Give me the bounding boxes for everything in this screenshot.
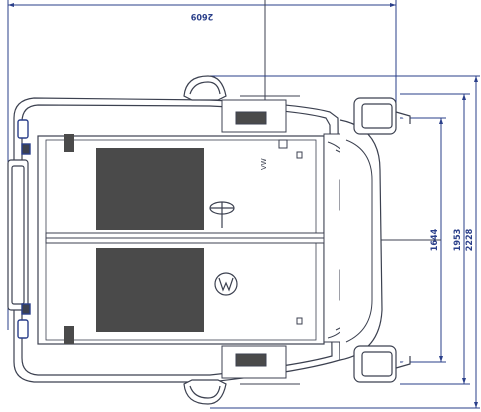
body-inner-outline <box>21 104 333 376</box>
mirror-width-label: 1953 <box>453 229 463 252</box>
roof-panel-bottom <box>96 248 204 332</box>
mirror-top <box>183 75 227 101</box>
roof-brackets <box>64 134 303 344</box>
rear-light-top <box>17 119 29 139</box>
overall-length-label: 2609 <box>190 11 213 21</box>
vw-mark-text: VW <box>260 158 268 170</box>
vw-logo-icon <box>214 272 238 296</box>
front-wheel-bottom <box>353 345 397 383</box>
track-width-label: 1644 <box>430 228 440 251</box>
rear-bumper <box>7 159 29 311</box>
mirror-bottom <box>183 379 227 405</box>
rear-light-bottom <box>17 319 29 339</box>
roof-center-bar <box>45 232 329 244</box>
rear-bumper-inner <box>11 165 25 305</box>
front-wheels <box>353 97 411 383</box>
roof-panel-top <box>96 148 204 230</box>
hood-outline <box>339 119 383 361</box>
rear-lights <box>17 119 31 339</box>
overall-width-label: 2228 <box>465 228 475 251</box>
antenna-emblem <box>209 201 235 228</box>
dimension-arrows <box>8 3 478 408</box>
side-steps <box>221 95 300 385</box>
front-wheel-top <box>353 97 397 135</box>
side-mirrors <box>183 75 227 405</box>
